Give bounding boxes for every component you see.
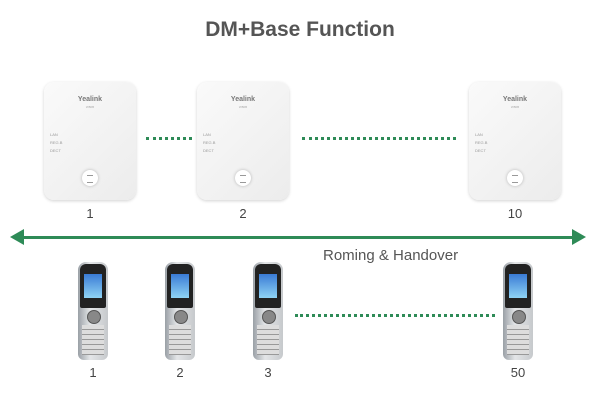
handset [503,262,533,360]
base-led-label: LAN [203,132,211,137]
handset-screen [171,274,189,298]
base-dotted-connector [146,137,192,140]
handset-screen [84,274,102,298]
handset-screen [259,274,277,298]
handset-dotted-connector [295,314,495,317]
base-number-label: 10 [507,206,523,221]
keypad-icon [257,325,279,355]
base-led-label: REG.B [475,140,488,145]
base-led-label: DECT [203,148,214,153]
base-brand: Yealink [230,96,256,103]
base-button-icon [82,170,98,186]
roaming-arrow-line [22,236,574,239]
base-model: W80B [238,105,248,109]
handset-screen [509,274,527,298]
base-dotted-connector [302,137,456,140]
handset [165,262,195,360]
base-led-label: REG.B [203,140,216,145]
roaming-label: Roming & Handover [323,247,459,264]
base-brand: Yealink [502,96,528,103]
handset-number-label: 50 [510,365,526,380]
base-button-icon [235,170,251,186]
page-title: DM+Base Function [205,18,395,41]
handset [78,262,108,360]
base-led-label: LAN [475,132,483,137]
base-brand: Yealink [77,96,103,103]
arrow-left-icon [10,229,24,245]
base-led-label: DECT [475,148,486,153]
base-led-label: REG.B [50,140,63,145]
base-number-label: 2 [239,206,247,221]
handset-number-label: 2 [176,365,184,380]
handset-number-label: 1 [89,365,97,380]
keypad-icon [82,325,104,355]
nav-key-icon [262,310,276,324]
base-led-label: DECT [50,148,61,153]
handset-number-label: 3 [264,365,272,380]
base-led-label: LAN [50,132,58,137]
base-button-icon [507,170,523,186]
nav-key-icon [174,310,188,324]
base-number-label: 1 [86,206,94,221]
arrow-right-icon [572,229,586,245]
base-model: W80B [510,105,520,109]
nav-key-icon [512,310,526,324]
keypad-icon [169,325,191,355]
keypad-icon [507,325,529,355]
base-model: W80B [85,105,95,109]
handset [253,262,283,360]
nav-key-icon [87,310,101,324]
